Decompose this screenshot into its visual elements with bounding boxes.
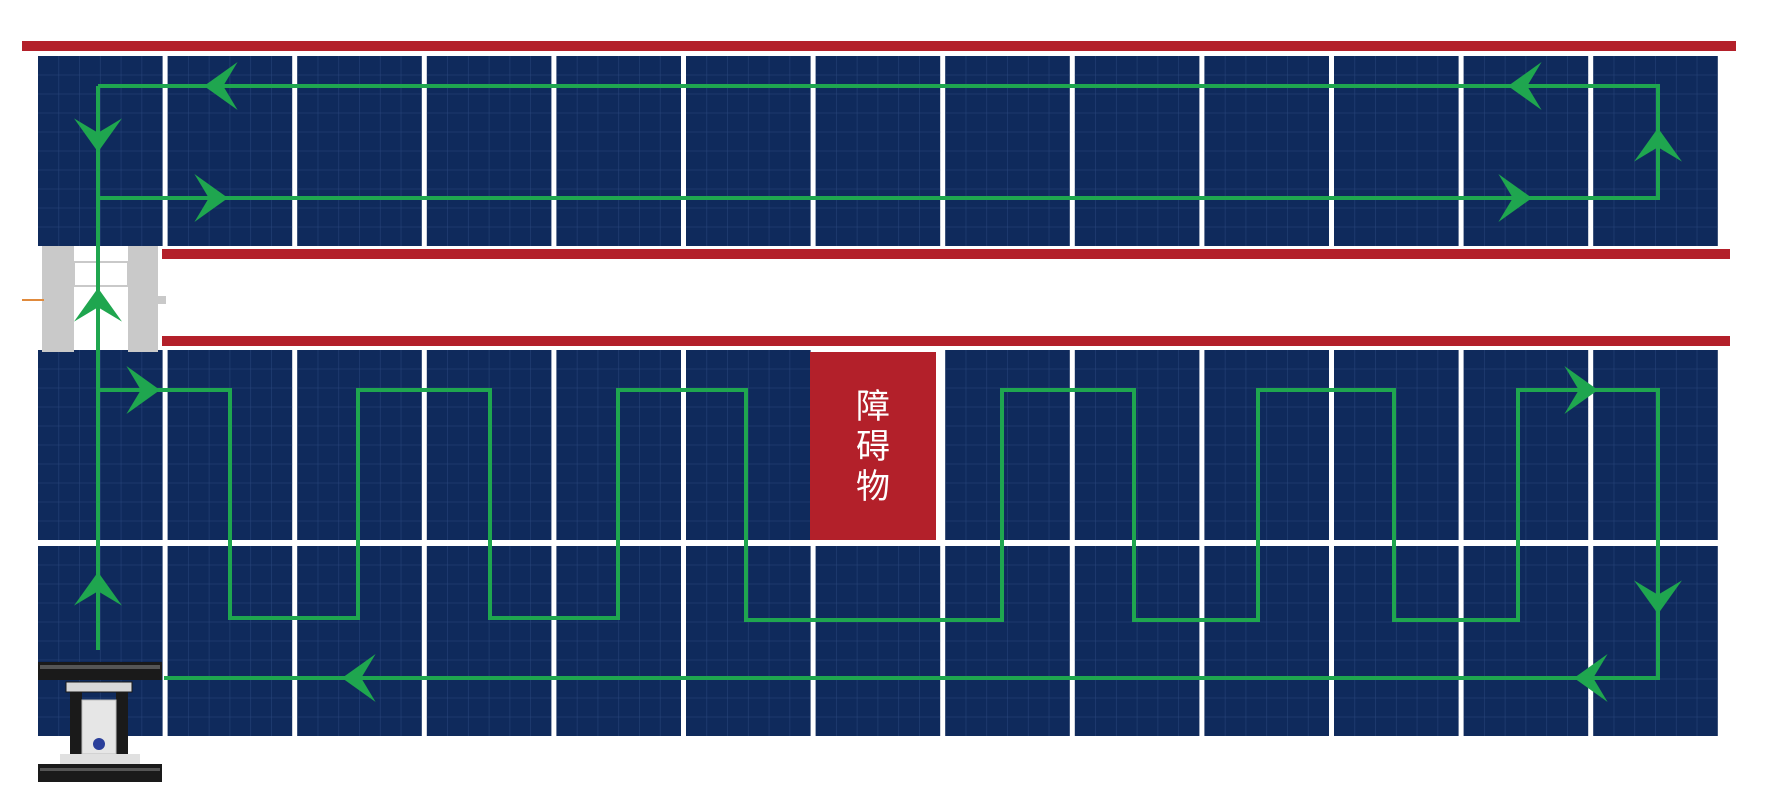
solar-panel [1464,350,1589,540]
solar-panel [1075,350,1200,540]
robot-logo-icon [93,738,105,750]
solar-panel [686,546,811,736]
solar-panel [1334,546,1459,736]
solar-panel [1464,546,1589,736]
obstacle: 障 碍 物 [810,352,936,540]
solar-panel [816,546,941,736]
rail-middle-lower [162,336,1730,346]
solar-panel [1204,546,1329,736]
solar-panel [1204,350,1329,540]
solar-panel [38,350,163,540]
solar-panel [1334,350,1459,540]
solar-panel [945,350,1070,540]
rail-middle-upper [162,249,1730,259]
rail-top [22,41,1736,51]
solar-panel [1075,546,1200,736]
solar-panel [686,350,811,540]
obstacle-label-char-3: 物 [856,467,890,507]
solar-panel [1593,546,1718,736]
obstacle-label-char-1: 障 [856,387,890,427]
solar-panel [1593,350,1718,540]
solar-panel [945,546,1070,736]
obstacle-label-char-2: 碍 [856,427,890,467]
